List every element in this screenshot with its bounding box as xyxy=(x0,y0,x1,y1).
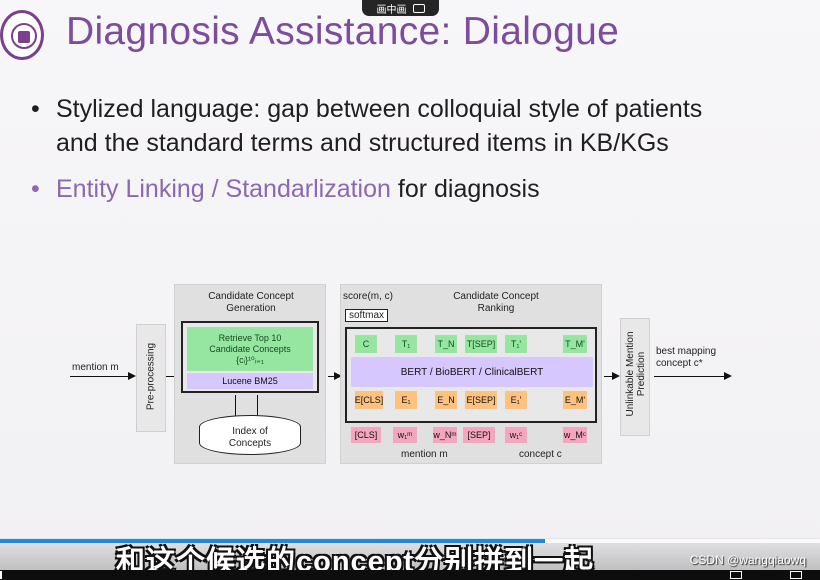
bert-model-label: BERT / BioBERT / ClinicalBERT xyxy=(351,357,593,387)
slide-title: Diagnosis Assistance: Dialogue xyxy=(66,10,620,53)
embedding: E_M' xyxy=(563,391,587,409)
softmax-box: softmax xyxy=(345,309,389,322)
index-line2: Concepts xyxy=(228,438,272,449)
input-token: w_Mᶜ xyxy=(563,427,587,443)
unlinkable-line2: Prediction xyxy=(636,351,647,397)
generation-title-line1: Candidate Concept xyxy=(208,291,294,302)
retrieve-line1: Retrieve Top 10 xyxy=(218,332,282,343)
pip-overlay-button[interactable]: 画中画 xyxy=(362,0,439,16)
retrieve-top10: Retrieve Top 10 Candidate Concepts {cᵢ}¹… xyxy=(187,327,313,371)
input-token: [CLS] xyxy=(351,427,381,443)
output-arrow xyxy=(654,372,732,380)
ranking-to-unlinkable-arrow xyxy=(604,372,620,380)
fullscreen-icon[interactable] xyxy=(730,571,742,579)
bullet-entity-linking: • Entity Linking / Standarlization for d… xyxy=(28,172,820,206)
token-output: T₁ xyxy=(395,335,417,353)
input-arrow xyxy=(70,372,136,380)
unlinkable-line1: Unlinkable Mention xyxy=(625,331,636,417)
pip-label: 画中画 xyxy=(376,4,407,16)
embedding: E₁ xyxy=(395,391,417,409)
bullet-stylized-language: • Stylized language: gap between colloqu… xyxy=(28,92,820,160)
seal-ring xyxy=(11,23,37,49)
input-token: w₁ᵐ xyxy=(393,427,417,443)
settings-icon[interactable] xyxy=(790,571,802,579)
score-label: score(m, c) xyxy=(343,291,393,302)
mention-input-label: mention m xyxy=(72,362,119,373)
concept-group-label: concept c xyxy=(519,449,562,460)
embedding: E_N xyxy=(435,391,457,409)
entity-linking-rest: for diagnosis xyxy=(390,175,540,203)
bullet-line-1: Stylized language: gap between colloquia… xyxy=(56,95,703,123)
index-up-line xyxy=(235,395,236,417)
progress-fill[interactable] xyxy=(0,539,546,543)
bullet-dot-icon: • xyxy=(31,175,40,203)
seal-core xyxy=(18,31,30,43)
university-seal-icon xyxy=(0,10,44,60)
embedding: E[CLS] xyxy=(355,391,383,409)
unlinkable-panel: Unlinkable Mention Prediction xyxy=(620,318,650,436)
mention-group-label: mention m xyxy=(401,449,448,460)
bullet-list: • Stylized language: gap between colloqu… xyxy=(28,92,820,206)
candidate-generation-panel: Candidate Concept Generation Retrieve To… xyxy=(174,284,326,464)
token-output: C xyxy=(355,335,377,353)
generation-to-ranking-arrow xyxy=(328,372,342,380)
candidate-set-notation: {cᵢ}¹⁰ᵢ₌₁ xyxy=(236,354,264,365)
unlinkable-label: Unlinkable Mention Prediction xyxy=(625,317,647,431)
output-line1: best mapping xyxy=(656,346,717,357)
bullet-line-2: and the standard terms and structured it… xyxy=(56,129,669,157)
index-down-line xyxy=(257,395,258,417)
embedding: E[SEP] xyxy=(465,391,497,409)
output-line2: concept c* xyxy=(656,358,703,369)
player-controls xyxy=(0,570,820,580)
play-button[interactable] xyxy=(0,571,6,579)
index-line1: Index of xyxy=(232,426,268,437)
embedding: E₁' xyxy=(505,391,527,409)
lucene-bm25: Lucene BM25 xyxy=(187,373,313,389)
generation-title-line2: Generation xyxy=(226,303,276,314)
concept-index-db-icon: Index of Concepts xyxy=(199,415,301,455)
token-output: T[SEP] xyxy=(465,335,497,353)
token-output: T_N xyxy=(435,335,457,353)
token-output: T_M' xyxy=(563,335,587,353)
preprocessing-label: Pre-processing xyxy=(145,342,157,411)
bullet-dot-icon: • xyxy=(31,95,40,123)
input-token: [SEP] xyxy=(463,427,495,443)
input-token: w₁ᶜ xyxy=(505,427,527,443)
retrieve-box: Retrieve Top 10 Candidate Concepts {cᵢ}¹… xyxy=(181,321,319,393)
entity-linking-highlight: Entity Linking / Standarlization xyxy=(56,175,391,203)
ranking-title-line2: Ranking xyxy=(477,303,515,314)
entity-linking-diagram: mention m Pre-processing Candidate Conce… xyxy=(60,282,750,472)
pip-window-icon xyxy=(412,3,425,13)
ranking-title-line1: Candidate Concept xyxy=(453,291,539,302)
bert-box: C T₁ T_N T[SEP] T₁' T_M' BERT / BioBERT … xyxy=(345,327,597,423)
csdn-watermark: CSDN @wangqiaowq xyxy=(689,553,806,567)
preprocessing-panel: Pre-processing xyxy=(136,324,166,432)
candidate-ranking-panel: score(m, c) softmax Candidate Concept Ra… xyxy=(340,284,602,464)
token-output: T₁' xyxy=(505,335,527,353)
retrieve-line2: Candidate Concepts xyxy=(209,343,291,354)
input-token: w_Nᵐ xyxy=(433,427,457,443)
